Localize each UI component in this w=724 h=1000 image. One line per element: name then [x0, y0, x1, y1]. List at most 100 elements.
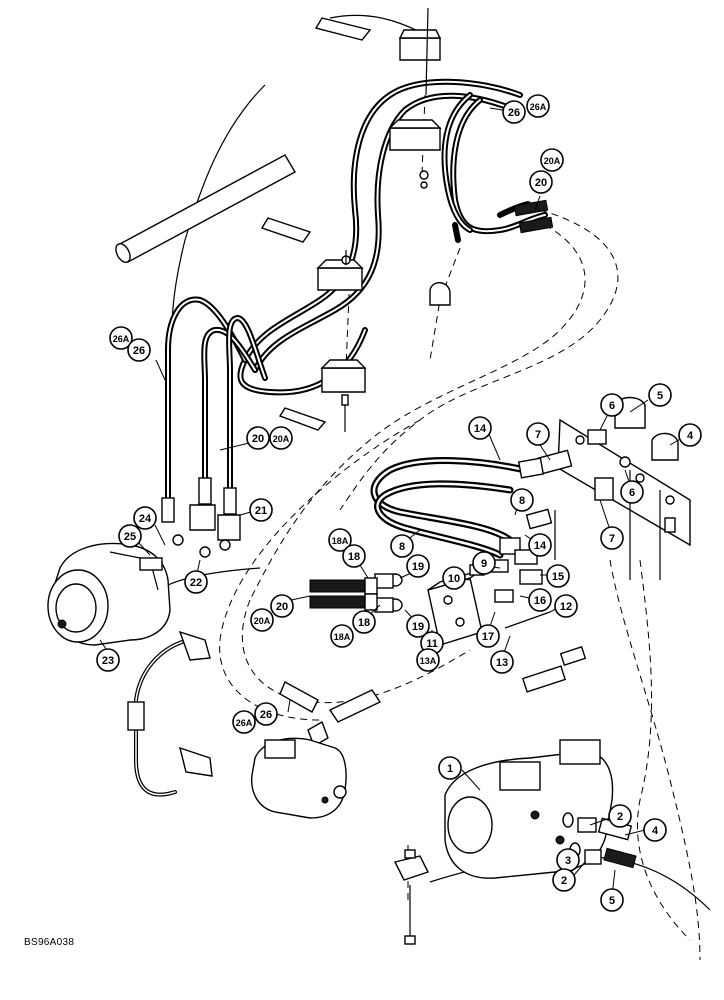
svg-text:23: 23: [102, 655, 114, 667]
hose-clamp-top: [314, 7, 442, 189]
callout-9: 9: [472, 551, 496, 575]
svg-text:18: 18: [358, 617, 370, 629]
callout-26a-left: 26A: [109, 326, 133, 350]
callout-13: 13: [490, 650, 514, 674]
svg-text:19: 19: [412, 561, 424, 573]
svg-text:26: 26: [508, 107, 520, 119]
svg-text:2: 2: [561, 875, 567, 887]
svg-text:4: 4: [687, 430, 694, 442]
svg-text:15: 15: [552, 571, 564, 583]
svg-text:7: 7: [609, 533, 615, 545]
svg-text:20: 20: [535, 177, 547, 189]
callout-5-low: 5: [600, 888, 624, 912]
callout-18-low: 18: [352, 610, 376, 634]
svg-text:12: 12: [560, 601, 572, 613]
svg-text:18A: 18A: [332, 536, 349, 546]
svg-text:13A: 13A: [420, 656, 437, 666]
callout-20a-low: 20A: [250, 608, 274, 632]
callout-20a-top: 20A: [540, 148, 564, 172]
hose-clamp-lower: [278, 359, 367, 432]
upper-hose-bundle: [165, 78, 548, 503]
misc-fittings: [426, 611, 587, 693]
control-valve-block: [374, 549, 543, 646]
svg-text:25: 25: [124, 531, 136, 543]
short-hoses-20-low: [309, 577, 378, 611]
hose-end-fittings-left: [161, 477, 241, 558]
svg-text:10: 10: [448, 573, 460, 585]
svg-text:19: 19: [412, 621, 424, 633]
callout-6-mid: 6: [620, 480, 644, 504]
svg-text:20A: 20A: [254, 616, 271, 626]
svg-text:16: 16: [534, 595, 546, 607]
callout-23: 23: [96, 648, 120, 672]
callout-19-low: 19: [406, 614, 430, 638]
svg-text:4: 4: [652, 825, 659, 837]
svg-text:14: 14: [474, 423, 487, 435]
mounting-bracket-bottom: [393, 849, 429, 945]
callout-7-mid: 7: [600, 526, 624, 550]
svg-text:20A: 20A: [544, 156, 561, 166]
callout-8-lower: 8: [390, 534, 414, 558]
callout-14-mid: 14: [528, 533, 552, 557]
callout-26-left: 26: [127, 338, 151, 362]
callout-24: 24: [133, 506, 157, 530]
callout-14-top: 14: [468, 416, 492, 440]
svg-text:17: 17: [482, 631, 494, 643]
callout-6-top: 6: [600, 393, 624, 417]
svg-text:5: 5: [657, 390, 663, 402]
callout-26-top: 26: [502, 100, 526, 124]
svg-text:3: 3: [565, 855, 571, 867]
svg-text:6: 6: [629, 487, 635, 499]
svg-text:22: 22: [190, 577, 202, 589]
svg-text:2: 2: [617, 811, 623, 823]
left-hydraulic-motor: [47, 542, 171, 646]
callout-3: 3: [556, 848, 580, 872]
callout-20-top: 20: [529, 170, 553, 194]
callout-26-low: 26: [254, 702, 278, 726]
svg-text:18A: 18A: [334, 632, 351, 642]
svg-text:7: 7: [535, 429, 541, 441]
svg-text:26: 26: [133, 345, 145, 357]
center-hydraulic-motor: [251, 737, 347, 819]
callout-7-top: 7: [526, 422, 550, 446]
svg-text:9: 9: [481, 558, 487, 570]
svg-text:24: 24: [139, 513, 152, 525]
svg-text:13: 13: [496, 657, 508, 669]
svg-text:20A: 20A: [273, 434, 290, 444]
callout-18a-low: 18A: [330, 624, 354, 648]
svg-text:26A: 26A: [113, 334, 130, 344]
callout-16: 16: [528, 588, 552, 612]
svg-text:26A: 26A: [236, 718, 253, 728]
lower-hose-26: [279, 681, 382, 748]
svg-text:5: 5: [609, 895, 615, 907]
callout-1: 1: [438, 756, 462, 780]
callout-25: 25: [118, 524, 142, 548]
svg-text:1: 1: [447, 763, 453, 775]
upper-right-hose-ends: [513, 199, 554, 234]
callout-5-top: 5: [648, 383, 672, 407]
callout-19-top: 19: [406, 554, 430, 578]
callout-26a-top: 26A: [526, 94, 550, 118]
callout-13a: 13A: [416, 648, 440, 672]
callout-2-lower: 2: [552, 868, 576, 892]
svg-text:11: 11: [426, 638, 438, 650]
callout-12: 12: [554, 594, 578, 618]
callout-26a-low: 26A: [232, 710, 256, 734]
callout-2-upper: 2: [608, 804, 632, 828]
callout-20a-mid: 20A: [269, 426, 293, 450]
callout-8-upper: 8: [510, 488, 534, 512]
svg-text:20: 20: [276, 601, 288, 613]
svg-text:6: 6: [609, 400, 615, 412]
callout-15: 15: [546, 564, 570, 588]
lower-left-tube-assembly: [127, 630, 213, 797]
svg-text:14: 14: [534, 540, 547, 552]
svg-text:18: 18: [348, 551, 360, 563]
callout-17: 17: [476, 624, 500, 648]
callout-20-low: 20: [270, 594, 294, 618]
svg-text:8: 8: [399, 541, 405, 553]
callout-10: 10: [442, 566, 466, 590]
svg-text:26A: 26A: [530, 102, 547, 112]
valve-hoses-14-8: [370, 457, 553, 559]
callout-18-top: 18: [342, 544, 366, 568]
